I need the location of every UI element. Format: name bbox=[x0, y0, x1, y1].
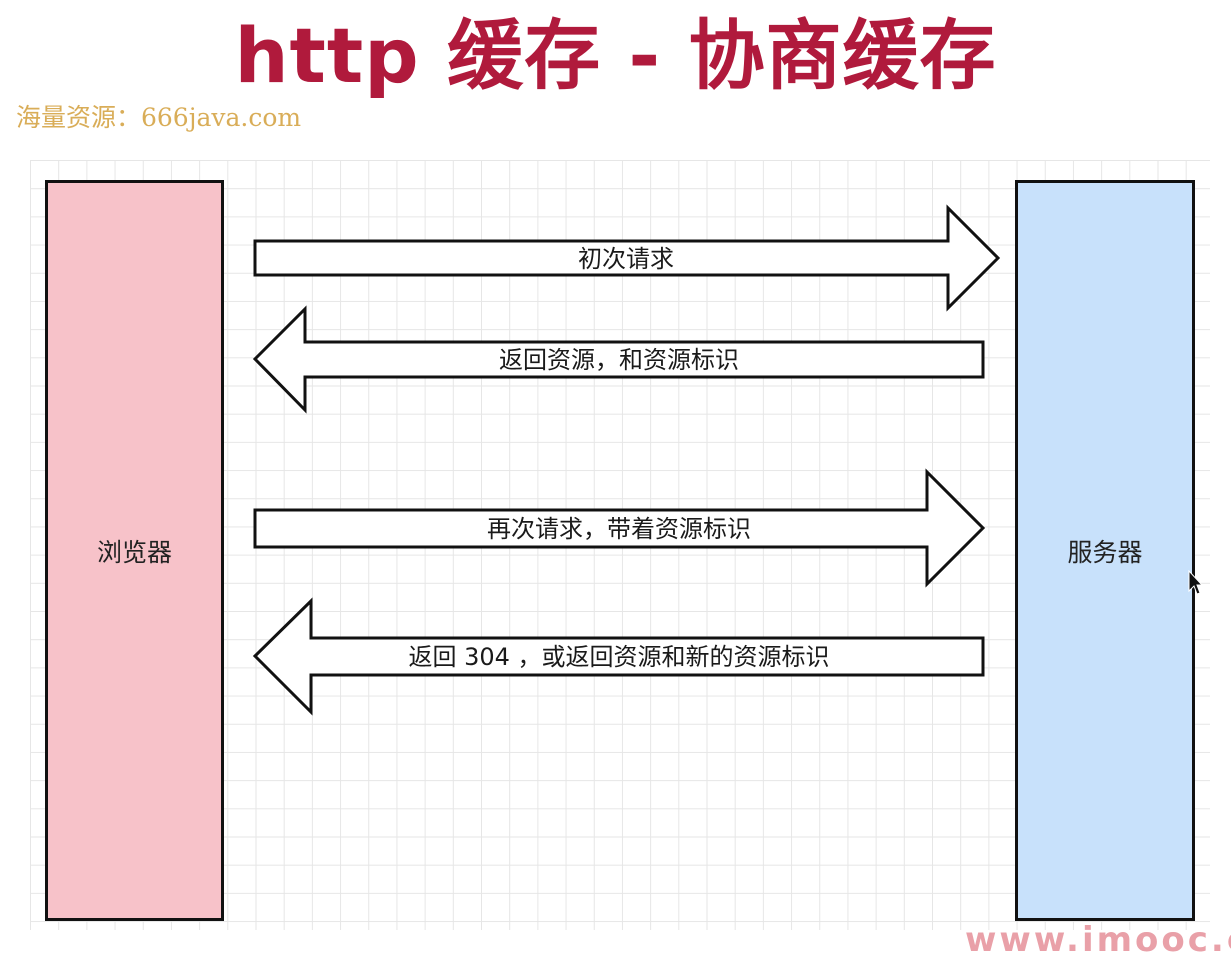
watermark-text: 海量资源：666java.com bbox=[16, 103, 302, 132]
browser-box: 浏览器 bbox=[45, 180, 224, 921]
message-label-revalidate: 再次请求，带着资源标识 bbox=[487, 515, 751, 543]
corner-watermark: www.imooc.c bbox=[965, 920, 1231, 960]
server-label: 服务器 bbox=[1067, 537, 1143, 567]
mouse-cursor-icon bbox=[1188, 570, 1202, 595]
server-box: 服务器 bbox=[1015, 180, 1195, 921]
request-arrow-initial bbox=[253, 204, 1001, 312]
browser-label: 浏览器 bbox=[96, 537, 172, 567]
grid-background bbox=[30, 160, 1210, 930]
response-arrow-resource bbox=[252, 305, 985, 414]
page-title: http 缓存 - 协商缓存 bbox=[234, 11, 997, 100]
request-arrow-revalidate bbox=[253, 468, 986, 588]
message-label-return-resource: 返回资源，和资源标识 bbox=[499, 346, 739, 374]
message-label-304: 返回 304 ，或返回资源和新的资源标识 bbox=[408, 643, 830, 671]
message-label-initial-request: 初次请求 bbox=[578, 245, 674, 273]
response-arrow-304 bbox=[252, 597, 985, 716]
